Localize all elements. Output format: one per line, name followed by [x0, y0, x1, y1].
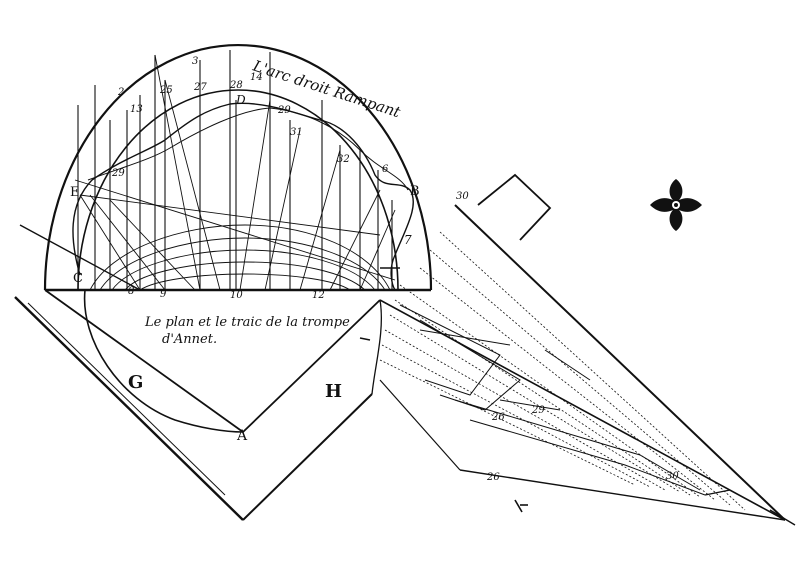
svg-text:7: 7	[404, 233, 412, 247]
joint-arcs	[89, 224, 391, 291]
svg-text:29: 29	[111, 168, 125, 179]
svg-text:29: 29	[531, 405, 545, 416]
svg-text:10: 10	[230, 290, 243, 301]
number-labels: 2 3 6 7 8 9 10 12 13 14 25 27 28 29 29 3…	[111, 56, 679, 483]
top-box	[477, 173, 552, 241]
svg-text:2: 2	[117, 87, 124, 98]
fleuron-icon	[650, 179, 702, 231]
svg-text:8: 8	[128, 286, 134, 297]
svg-text:25: 25	[159, 85, 173, 96]
svg-text:26: 26	[486, 472, 500, 483]
plan-inner-left	[44, 289, 244, 433]
arc-diagonals	[74, 54, 396, 291]
svg-text:30: 30	[456, 191, 469, 202]
svg-text:26: 26	[491, 412, 505, 423]
label-E: E	[70, 185, 80, 200]
plan-outline	[14, 224, 383, 521]
svg-text:28: 28	[229, 80, 243, 91]
plan-outer-left	[14, 296, 244, 521]
plan-diag-left	[19, 224, 141, 291]
plan-outer-right	[242, 393, 373, 521]
svg-text:30: 30	[666, 471, 679, 482]
svg-text:14: 14	[250, 72, 263, 83]
label-H: H	[325, 381, 342, 402]
label-G: G	[128, 372, 143, 393]
arc-title: L'arc droit Rampant	[250, 56, 404, 121]
label-C: C	[73, 271, 83, 286]
plan-inner-right	[242, 299, 381, 433]
svg-text:29: 29	[277, 105, 291, 116]
letter-labels: A B C D E G H	[70, 93, 420, 444]
svg-text:12: 12	[312, 290, 325, 301]
svg-text:13: 13	[130, 104, 143, 115]
svg-text:27: 27	[193, 82, 207, 93]
label-B: B	[410, 184, 420, 199]
label-A: A	[236, 428, 248, 444]
plan-curve	[83, 289, 244, 433]
svg-text:9: 9	[160, 289, 167, 300]
svg-text:31: 31	[290, 127, 303, 138]
inner-arc	[77, 89, 399, 291]
wedge-top-edge	[454, 204, 786, 521]
rampant-projection	[379, 173, 796, 526]
label-D: D	[235, 93, 246, 107]
tick-marks	[359, 267, 528, 513]
svg-text:32: 32	[337, 154, 350, 165]
caption-line-1: Le plan et le traic de la trompe	[144, 315, 350, 330]
svg-text:6: 6	[382, 164, 389, 175]
caption-line-2: d'Annet.	[162, 332, 217, 347]
svg-text:3: 3	[192, 56, 198, 67]
outer-arc	[43, 43, 433, 291]
plan-curve-right	[371, 299, 383, 395]
